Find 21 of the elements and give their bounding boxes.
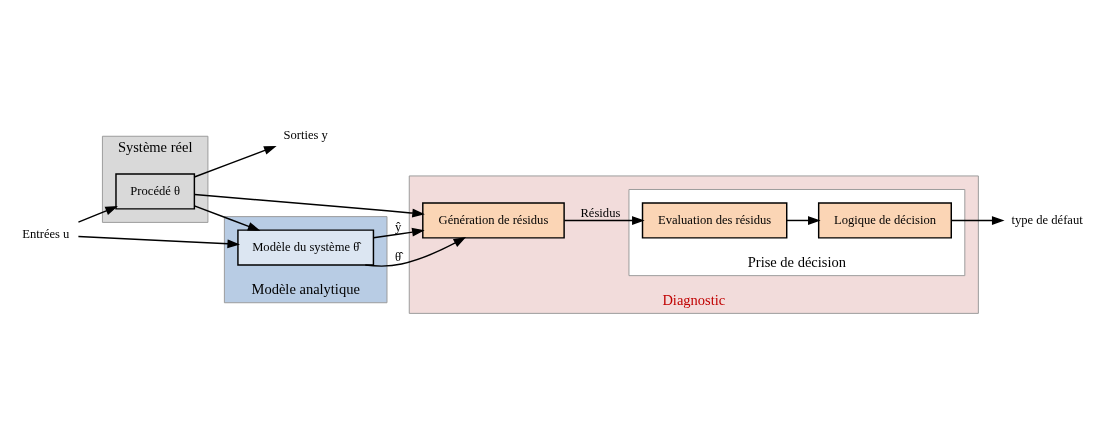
node-box: Procédé θ: [115, 172, 196, 210]
arrow: [563, 215, 645, 225]
node-text: Entrées u: [22, 226, 70, 241]
arrow: [77, 205, 118, 223]
edge-label: θ̂: [395, 249, 402, 264]
arrow: [193, 204, 261, 231]
node-text: Sorties y: [283, 127, 328, 142]
arrow: [193, 145, 277, 178]
edge-label: Résidus: [580, 205, 621, 220]
edge-label: ŷ: [394, 219, 402, 234]
arrow: [364, 236, 467, 267]
arrow: [77, 235, 240, 248]
node-text: type de défaut: [1011, 212, 1083, 227]
node-box: Logique de décision: [817, 201, 952, 239]
arrow: [950, 215, 1005, 225]
node-box: Evaluation des résidus: [641, 201, 788, 239]
node-box: Modèle du système θ̂: [237, 228, 375, 266]
arrow: [786, 215, 821, 225]
arrow: [372, 227, 425, 239]
node-box: Génération de résidus: [422, 201, 565, 239]
arrow: [193, 193, 425, 217]
